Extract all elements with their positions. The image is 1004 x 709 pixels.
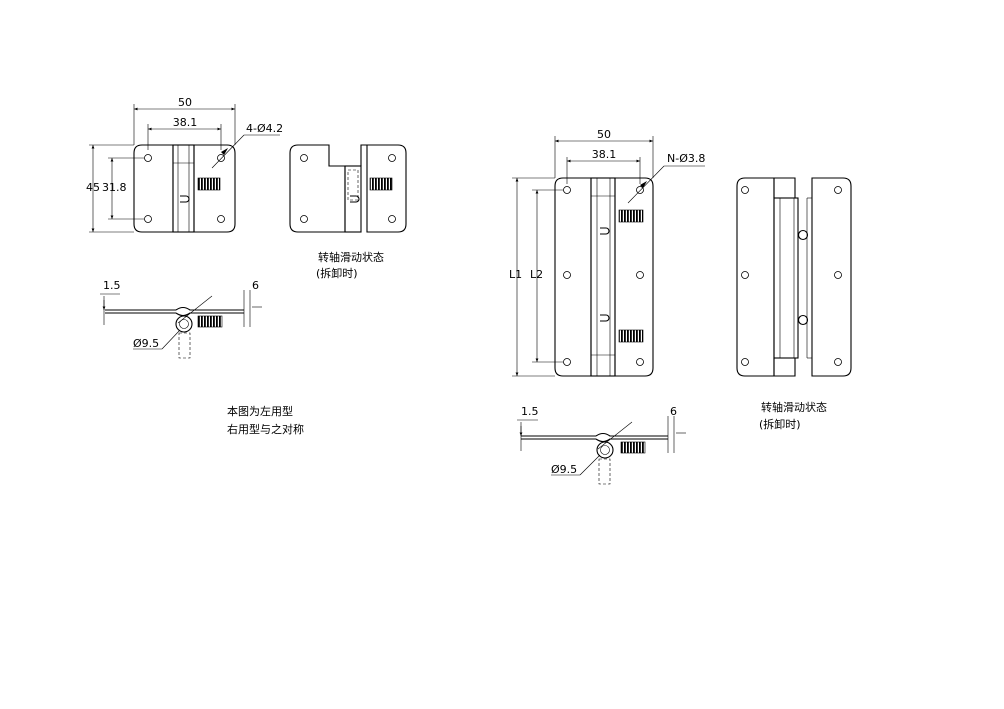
right-hinge-side-view bbox=[521, 421, 668, 485]
left-side-dimensions: 1.5 6 Ø9.5 bbox=[100, 279, 262, 350]
right-slide-note-line2: (拆卸时) bbox=[759, 417, 801, 431]
dim-width-right: 50 bbox=[597, 128, 611, 141]
right-front-dimensions: 50 38.1 N-Ø3.8 L1 L2 bbox=[509, 128, 705, 377]
right-side-dimensions: 1.5 6 Ø9.5 bbox=[517, 405, 686, 476]
dim-height: 45 bbox=[86, 181, 100, 194]
dim-spring-right: 6 bbox=[670, 405, 677, 418]
dim-holes: 4-Ø4.2 bbox=[246, 122, 283, 135]
right-slide-note-line1: 转轴滑动状态 bbox=[761, 400, 827, 414]
left-slide-note-line2: (拆卸时) bbox=[316, 266, 358, 280]
dim-pin-right: Ø9.5 bbox=[551, 463, 577, 476]
left-front-dimensions: 50 38.1 4-Ø4.2 45 31.8 bbox=[86, 96, 283, 233]
dim-holes-right: N-Ø3.8 bbox=[667, 152, 705, 165]
right-hinge-slide-view bbox=[736, 177, 852, 377]
right-hinge-front-view bbox=[554, 177, 654, 377]
left-hinge-slide-view bbox=[289, 144, 407, 233]
hand-note-line1: 本图为左用型 bbox=[227, 404, 293, 418]
hand-note-line2: 右用型与之对称 bbox=[227, 422, 304, 436]
left-hinge-front-view bbox=[133, 144, 236, 233]
dim-hole-span: 38.1 bbox=[173, 116, 198, 129]
dim-width: 50 bbox=[178, 96, 192, 109]
dim-l2: L2 bbox=[530, 268, 543, 281]
left-slide-note-line1: 转轴滑动状态 bbox=[318, 250, 384, 264]
dim-thickness-right: 1.5 bbox=[521, 405, 539, 418]
dim-spring: 6 bbox=[252, 279, 259, 292]
dim-thickness: 1.5 bbox=[103, 279, 121, 292]
dim-pin: Ø9.5 bbox=[133, 337, 159, 350]
dim-hole-span-right: 38.1 bbox=[592, 148, 617, 161]
dim-l1: L1 bbox=[509, 268, 522, 281]
dim-hole-height: 31.8 bbox=[102, 181, 127, 194]
left-hinge-side-view bbox=[105, 295, 244, 359]
